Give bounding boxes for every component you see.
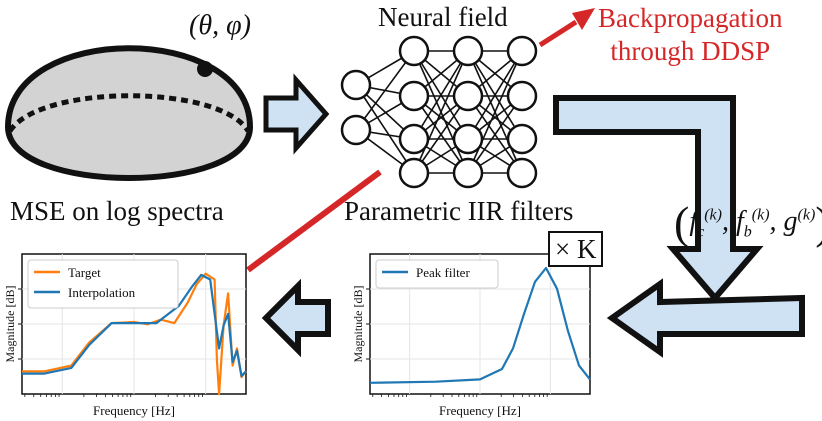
neural-field-title: Neural field: [378, 2, 508, 32]
mse-title: MSE on log spectra: [10, 196, 224, 226]
x-axis-label: Frequency [Hz]: [93, 403, 175, 418]
arrow-right-icon: [263, 73, 330, 155]
nn-edge: [355, 50, 415, 131]
x-axis-label: Frequency [Hz]: [439, 403, 521, 418]
nn-edge: [467, 50, 523, 174]
nn-node: [452, 80, 484, 112]
series-line-interpolation: [22, 273, 247, 377]
nn-edge: [413, 50, 469, 174]
y-axis-label: Magnitude [dB]: [351, 286, 365, 363]
nn-node: [506, 157, 538, 189]
legend-label: Interpolation: [68, 285, 136, 300]
nn-node: [506, 35, 538, 67]
nn-edge: [413, 50, 469, 140]
nn-edge: [355, 84, 415, 174]
legend-label: Target: [68, 265, 101, 280]
direction-point-icon: [197, 61, 213, 77]
neural-network-icon: [340, 35, 538, 189]
filter-params-label: (fc(k), fb(k), g(k)): [674, 197, 822, 248]
nn-node: [340, 114, 372, 146]
nn-node: [506, 80, 538, 112]
nn-node: [398, 123, 430, 155]
series-line-peak-filter: [369, 266, 591, 384]
nn-edge: [413, 95, 469, 174]
nn-node: [398, 35, 430, 67]
legend-box: [375, 259, 499, 289]
y-axis-label: Magnitude [dB]: [3, 286, 17, 363]
nn-edge: [467, 50, 523, 140]
nn-node: [452, 123, 484, 155]
nn-node: [398, 157, 430, 189]
times-k-badge: × K: [548, 231, 604, 267]
loss-link-line: [246, 169, 382, 273]
nn-node: [398, 80, 430, 112]
iir-title: Parametric IIR filters: [344, 196, 574, 226]
arrow-left-icon: [261, 278, 331, 358]
nn-node: [452, 157, 484, 189]
nn-node: [340, 69, 372, 101]
nn-node: [506, 123, 538, 155]
nn-node: [452, 35, 484, 67]
angle-label: (θ, φ): [186, 10, 254, 42]
elbow-arrow-icon: [553, 95, 764, 303]
backprop-line-2: through DDSP: [610, 36, 771, 66]
arrow-left-large-icon: [606, 278, 805, 358]
legend-box: [27, 259, 179, 309]
backprop-line-1: Backpropagation: [598, 3, 783, 33]
backprop-label: Backpropagation through DDSP: [598, 2, 782, 68]
nn-edge: [467, 95, 523, 174]
legend-label: Peak filter: [416, 265, 470, 280]
backprop-arrow-icon: [538, 8, 595, 48]
hemisphere-icon: [4, 45, 254, 181]
